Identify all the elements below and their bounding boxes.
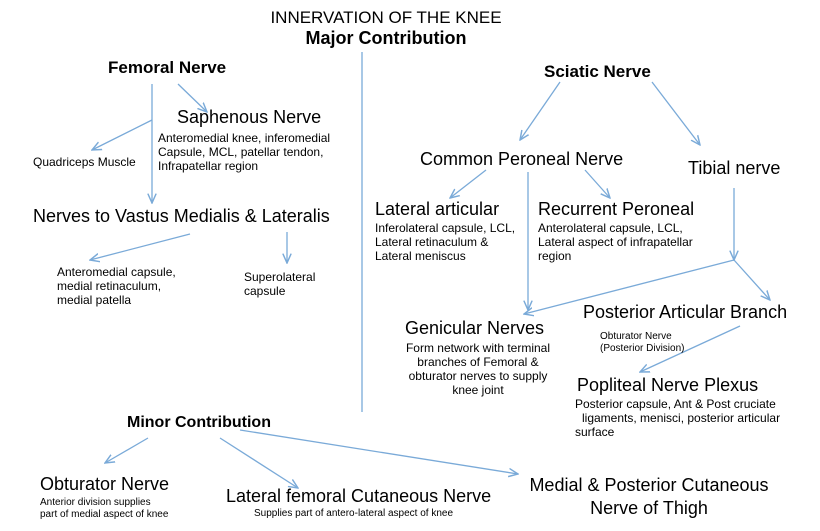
posterior-articular-desc-line: (Posterior Division) [600,343,685,354]
recurrent-peroneal-desc: Anterolateral capsule, LCL, Lateral aspe… [538,221,693,263]
saphenous-nerve-title: Saphenous Nerve [177,107,322,127]
arrow-femoral-to-quadriceps [92,119,153,150]
obturator-nerve-title: Obturator Nerve [40,474,170,494]
medial-posterior-cutaneous-title: Medial & Posterior Cutaneous Nerve of Th… [510,474,788,520]
vastus-nerves-title: Nerves to Vastus Medialis & Lateralis [33,206,330,226]
arrow-sciatic-to-common-peroneal [520,81,561,140]
lateral-articular-desc-line: Lateral meniscus [375,249,466,263]
obturator-nerve-desc: Anterior division supplies part of media… [40,497,168,521]
minor-contribution-heading: Minor Contribution [127,414,271,431]
vastus-superolateral-desc: Superolateral capsule [244,270,315,298]
popliteal-plexus-desc: Posterior capsule, Ant & Post cruciate l… [575,397,780,439]
genicular-desc-line: Form network with terminal [405,341,551,355]
genicular-desc-line: obturator nerves to supply [408,369,548,383]
lateral-articular-desc: Inferolateral capsule, LCL, Lateral reti… [375,221,515,263]
quadriceps-muscle-label: Quadriceps Muscle [33,155,136,169]
posterior-articular-desc-line: Obturator Nerve [600,331,672,342]
arrow-minor-to-lateral-femoral [219,437,298,488]
posterior-articular-branch-title: Posterior Articular Branch [583,302,788,322]
anteromedial-desc-line: medial retinaculum, [57,279,162,293]
saphenous-desc-line: Infrapatellar region [158,159,259,173]
anteromedial-desc-line: Anteromedial capsule, [57,265,176,279]
lateral-articular-desc-line: Inferolateral capsule, LCL, [375,221,516,235]
lateral-articular-title: Lateral articular [375,199,500,219]
recurrent-peroneal-desc-line: Lateral aspect of infrapatellar [538,235,693,249]
tibial-nerve-title: Tibial nerve [688,158,781,178]
arrow-posterior-articular-to-popliteal [640,325,741,372]
genicular-desc-line: knee joint [452,383,504,397]
posterior-articular-desc: Obturator Nerve (Posterior Division) [600,331,684,355]
arrow-minor-to-obturator [105,437,149,463]
arrow-minor-to-medial-posterior [239,429,518,474]
arrow-tibial-to-posterior-articular [733,259,770,300]
popliteal-desc-line: surface [575,425,615,439]
obturator-desc-line: Anterior division supplies [40,497,151,508]
lateral-femoral-cutaneous-title: Lateral femoral Cutaneous Nerve [226,486,492,506]
arrow-vastus-to-anteromedial [90,233,191,260]
diagram-title: INNERVATION OF THE KNEE [270,8,502,27]
recurrent-peroneal-title: Recurrent Peroneal [538,199,695,219]
superolateral-desc-line: Superolateral [244,270,316,284]
obturator-desc-line: part of medial aspect of knee [40,509,169,520]
genicular-nerves-desc: Form network with terminal branches of F… [378,341,578,397]
major-contribution-heading: Major Contribution [305,28,467,48]
arrow-sciatic-to-tibial [651,81,700,145]
saphenous-nerve-desc: Anteromedial knee, inferomedial Capsule,… [158,131,330,173]
genicular-nerves-title: Genicular Nerves [405,318,545,338]
lateral-femoral-cutaneous-desc: Supplies part of antero-lateral aspect o… [254,508,454,519]
medial-posterior-title-line: Medial & Posterior Cutaneous [529,475,769,495]
sciatic-nerve-title: Sciatic Nerve [544,62,651,81]
vastus-anteromedial-desc: Anteromedial capsule, medial retinaculum… [57,265,176,307]
saphenous-desc-line: Anteromedial knee, inferomedial [158,131,331,145]
common-peroneal-nerve-title: Common Peroneal Nerve [420,149,624,169]
arrow-common-peroneal-to-recurrent-peroneal [584,169,610,198]
popliteal-desc-line: Posterior capsule, Ant & Post cruciate [575,397,776,411]
arrow-femoral-to-saphenous [177,83,207,112]
anteromedial-desc-line: medial patella [57,293,132,307]
medial-posterior-title-line: Nerve of Thigh [590,498,708,518]
saphenous-desc-line: Capsule, MCL, patellar tendon, [158,145,324,159]
arrow-tibial-to-genicular [524,259,735,314]
popliteal-plexus-title: Popliteal Nerve Plexus [577,375,759,395]
femoral-nerve-title: Femoral Nerve [108,58,227,77]
superolateral-desc-line: capsule [244,284,286,298]
genicular-desc-line: branches of Femoral & [417,355,539,369]
arrow-common-peroneal-to-lateral-articular [450,169,487,198]
lateral-articular-desc-line: Lateral retinaculum & [375,235,489,249]
recurrent-peroneal-desc-line: Anterolateral capsule, LCL, [538,221,683,235]
popliteal-desc-line: ligaments, menisci, posterior articular [582,411,781,425]
recurrent-peroneal-desc-line: region [538,249,572,263]
